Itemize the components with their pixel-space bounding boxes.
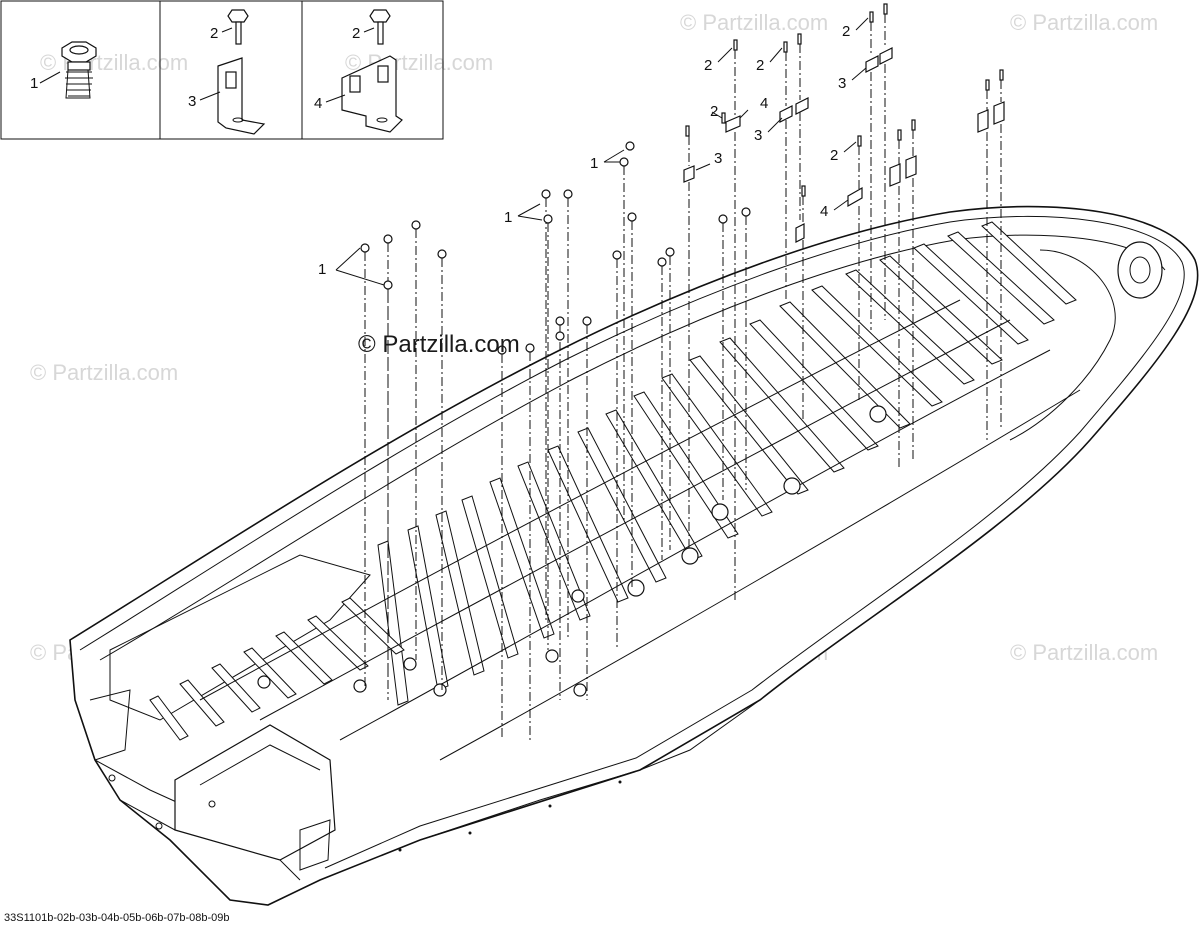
callout-1-left-rivets: 1 — [318, 261, 326, 278]
callout-1-mid-rivets: 1 — [504, 209, 512, 226]
push-rivet-group-right: 1 — [590, 141, 751, 520]
callout-4-bracket-e: 4 — [820, 203, 828, 220]
push-rivet-inset: 1 — [30, 41, 97, 99]
bracket-group-f — [889, 119, 917, 470]
front-bumper-boss — [1117, 241, 1163, 299]
mount-bosses — [257, 405, 887, 697]
watermark-mid-left: © Partzilla.com — [30, 360, 178, 385]
bracket-group-a: 3 — [683, 125, 722, 550]
bracket-group-d: 2 3 — [838, 3, 893, 330]
callout-4-bracket-b: 4 — [760, 95, 768, 112]
callout-1-inset: 1 — [30, 75, 38, 92]
bracket-group-c: 2 3 — [754, 33, 809, 300]
callout-3-bracket-d: 3 — [838, 75, 846, 92]
watermark-low-right: © Partzilla.com — [1010, 640, 1158, 665]
callout-2-bracket-c: 2 — [756, 57, 764, 74]
push-rivet-group-left: 1 — [318, 220, 447, 700]
callout-2-bracket-b2: 2 — [710, 103, 718, 120]
watermark-main-copyright: © Partzilla.com — [358, 331, 520, 358]
push-rivet-group-mid: 1 — [497, 189, 675, 740]
callout-2-inset-b: 2 — [352, 25, 360, 42]
bracket-group-b: 2 4 2 — [704, 39, 768, 600]
callout-2-bracket-d: 2 — [842, 23, 850, 40]
fasteners: 1 1 1 — [318, 3, 1005, 740]
callout-2-bracket-e: 2 — [830, 147, 838, 164]
callout-2-inset-a: 2 — [210, 25, 218, 42]
callout-4-inset: 4 — [314, 95, 322, 112]
bracket-inset: 2 3 — [188, 9, 266, 135]
watermark-top-center: © Partzilla.com — [680, 10, 828, 35]
callout-3-inset: 3 — [188, 93, 196, 110]
callout-3-bracket-c: 3 — [754, 127, 762, 144]
inset-frame — [0, 0, 444, 140]
double-bracket-inset: 2 4 — [314, 9, 403, 133]
diagram-reference-code: 33S1101b-02b-03b-04b-05b-06b-07b-08b-09b — [4, 912, 230, 924]
callout-1-right-rivets: 1 — [590, 155, 598, 172]
bracket-group-e: 2 4 — [795, 135, 863, 420]
seat-base-hull — [69, 205, 1199, 906]
watermark-top-right: © Partzilla.com — [1010, 10, 1158, 35]
bracket-group-g — [977, 69, 1005, 440]
callout-3-bracket-a: 3 — [714, 150, 722, 167]
inset-panel: 1 2 3 2 4 — [0, 0, 444, 140]
callout-2-bracket-b: 2 — [704, 57, 712, 74]
